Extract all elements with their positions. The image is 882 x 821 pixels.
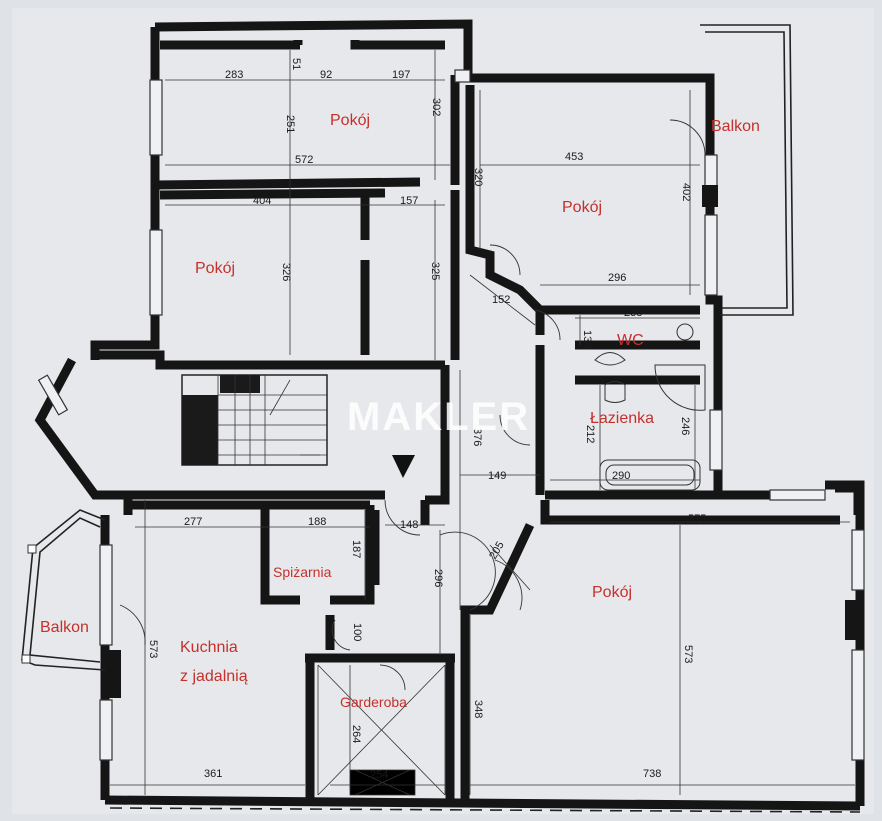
windows [37, 69, 865, 761]
dim-575: 575 [688, 513, 706, 525]
window-left-mid [149, 229, 163, 316]
dimension-lines [110, 50, 855, 795]
dim-283: 283 [225, 69, 243, 81]
window-bay-left [37, 374, 69, 416]
staircase [181, 374, 415, 478]
dim-290: 290 [612, 470, 630, 482]
dim-404: 404 [253, 195, 271, 207]
balcony-top [700, 24, 794, 316]
dim-326: 326 [280, 263, 292, 281]
dim-453: 453 [565, 151, 583, 163]
dim-92: 92 [320, 69, 332, 81]
dim-302: 302 [430, 98, 442, 116]
interior-walls [95, 40, 840, 800]
dim-149: 149 [488, 470, 506, 482]
room-labels: Pokój Pokój Pokój Pokój Balkon Balkon WC… [40, 112, 760, 710]
dimension-labels: 51 283 92 197 302 251 572 453 320 402 40… [147, 58, 706, 781]
dim-148: 148 [400, 519, 418, 531]
window-big-room-right-1 [851, 529, 865, 591]
dim-573a: 573 [147, 640, 159, 658]
dim-325: 325 [429, 262, 441, 280]
window-top-corridor [454, 69, 471, 83]
room-label-spizarnia: Spiżarnia [273, 564, 332, 580]
dim-320: 320 [472, 168, 484, 186]
window-pillar-1 [702, 185, 718, 207]
dim-264: 264 [350, 725, 362, 743]
washbasin-icon [594, 352, 626, 366]
window-left-top [149, 79, 163, 156]
dim-376: 376 [471, 428, 483, 446]
dim-133: 133 [581, 330, 593, 348]
room-label-balkon-left: Balkon [40, 619, 89, 636]
dim-197: 197 [392, 69, 410, 81]
room-label-garderoba: Garderoba [340, 694, 407, 710]
balcony-left [21, 509, 106, 671]
dim-251: 251 [284, 115, 296, 133]
dim-254: 254 [370, 769, 388, 781]
dim-348: 348 [472, 700, 484, 718]
sink-icon [604, 381, 626, 403]
dim-187: 187 [350, 540, 362, 558]
toilet-wc-icon [676, 323, 694, 341]
dim-402: 402 [680, 183, 692, 201]
dim-188: 188 [308, 516, 326, 528]
dim-238: 238 [624, 307, 642, 319]
dim-100: 100 [351, 623, 363, 641]
room-label-kuchnia-2: z jadalnią [180, 668, 248, 685]
dim-573b: 573 [682, 645, 694, 663]
room-label-lazienka: Łazienka [590, 410, 654, 427]
dim-277: 277 [184, 516, 202, 528]
dim-361: 361 [204, 768, 222, 780]
window-big-room-right-2 [851, 649, 865, 761]
dim-572: 572 [295, 154, 313, 166]
room-label-pokoj-left: Pokój [195, 260, 235, 277]
dim-738: 738 [643, 768, 661, 780]
dim-212: 212 [584, 425, 596, 443]
room-label-pokoj-top-right: Pokój [562, 199, 602, 216]
room-label-wc: WC [617, 332, 644, 349]
watermark-text: MAKLER [347, 395, 530, 439]
room-label-balkon-top: Balkon [711, 118, 760, 135]
window-bath-top [769, 489, 826, 501]
window-pillar-2 [845, 600, 863, 640]
window-right-mid [704, 214, 718, 296]
room-label-pokoj-top-left: Pokój [330, 112, 370, 129]
garderoba-hatch [317, 664, 446, 796]
shower-icon [654, 364, 706, 411]
entrance-arrow-icon [392, 455, 415, 478]
room-label-pokoj-big: Pokój [592, 584, 632, 601]
window-bath-right [709, 409, 723, 471]
window-kitchen-lower [99, 699, 113, 761]
window-kitchen-left [99, 544, 113, 646]
dim-157: 157 [400, 195, 418, 207]
dim-51: 51 [290, 58, 302, 70]
dim-296a: 296 [608, 272, 626, 284]
room-label-kuchnia: Kuchnia [180, 639, 238, 656]
dim-246: 246 [679, 417, 691, 435]
dim-296b: 296 [432, 569, 444, 587]
dim-152: 152 [492, 294, 510, 306]
window-pillar-3 [103, 650, 121, 698]
